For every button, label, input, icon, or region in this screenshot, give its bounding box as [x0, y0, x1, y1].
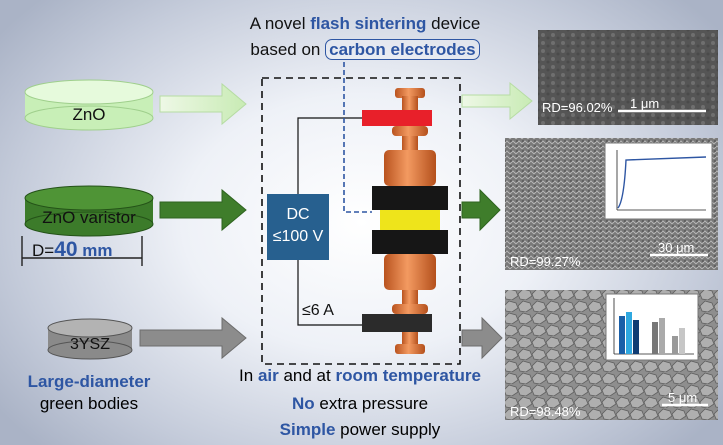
- carbon-electrode-upper: [372, 186, 448, 210]
- diameter-unit: mm: [77, 241, 113, 260]
- arrow-3ysz-in: [139, 316, 247, 360]
- sample-label-zno: ZnO: [72, 105, 106, 124]
- wire-bottom: [297, 260, 362, 326]
- title-text-b: device: [426, 14, 481, 33]
- carbon-electrode-pointer: [343, 62, 372, 213]
- scale-3ysz: 5 μm: [668, 390, 698, 405]
- cond-highlight-no: No: [291, 394, 315, 413]
- varistor-inset-plot: [604, 142, 713, 220]
- diameter-marker: [21, 236, 143, 266]
- sample-spacer: [380, 210, 440, 230]
- cond-highlight-room-temperature: room temperature: [335, 366, 481, 385]
- title-line-2: based on carbon electrodes: [180, 39, 550, 60]
- 3ysz-inset-plot: [605, 293, 699, 361]
- caption-green-bodies: green bodies: [39, 394, 139, 413]
- current-limit: ≤6 A: [302, 302, 334, 319]
- scale-zno: 1 μm: [630, 96, 660, 111]
- sample-label-zno-varistor: ZnO varistor: [42, 208, 136, 227]
- arrow-3ysz-out: [461, 316, 503, 360]
- carbon-electrode-lower: [372, 230, 448, 254]
- diameter-prefix: D=: [32, 241, 55, 260]
- dc-power-supply: DC ≤100 V: [267, 194, 329, 260]
- arrow-varistor-out: [461, 188, 501, 232]
- rd-varistor: RD=99.27%: [510, 254, 581, 269]
- condition-line-3: Simple power supply: [210, 420, 510, 440]
- cold-plate: [362, 314, 432, 332]
- scale-varistor: 30 μm: [658, 240, 695, 255]
- 3ysz-disk: [47, 318, 133, 360]
- sem-image-varistor: [505, 138, 718, 270]
- hot-plate: [362, 110, 432, 126]
- wire-top: [297, 117, 362, 194]
- cond-highlight-simple: Simple: [279, 420, 336, 439]
- title-highlight-flash-sintering: flash sintering: [310, 14, 427, 33]
- arrow-zno-out: [461, 81, 533, 121]
- cond-text-b: and at: [278, 366, 336, 385]
- caption-large-diameter: Large-diameter: [27, 372, 151, 391]
- title-highlight-carbon-electrodes: carbon electrodes: [325, 39, 480, 60]
- cond-highlight-air: air: [257, 366, 279, 385]
- sem-image-3ysz: [505, 290, 718, 420]
- zno-varistor-disk: [24, 185, 154, 237]
- title-text-a: A novel: [249, 14, 311, 33]
- condition-line-1: In air and at room temperature: [210, 366, 510, 386]
- cond-text-d: power supply: [335, 420, 441, 439]
- arrow-zno-in: [159, 82, 247, 126]
- title-line-1: A novel flash sintering device: [180, 14, 550, 34]
- diameter-label: D=40 mm: [32, 238, 113, 262]
- dc-voltage-limit: ≤100 V: [272, 228, 324, 245]
- diameter-value: 40: [54, 238, 78, 261]
- sample-label-3ysz: 3YSZ: [69, 336, 110, 353]
- sem-image-zno: [538, 30, 718, 125]
- title-text-c: based on: [250, 40, 326, 59]
- rd-zno: RD=96.02%: [542, 100, 613, 115]
- condition-line-2: No extra pressure: [210, 394, 510, 414]
- device-boundary: [261, 77, 461, 365]
- arrow-varistor-in: [159, 188, 247, 232]
- rd-3ysz: RD=98.48%: [510, 404, 581, 419]
- electrode-column: [362, 88, 448, 354]
- cond-text-c: extra pressure: [314, 394, 429, 413]
- zno-disk: [24, 79, 154, 131]
- dc-label: DC: [286, 206, 310, 223]
- cond-text-a: In: [239, 366, 258, 385]
